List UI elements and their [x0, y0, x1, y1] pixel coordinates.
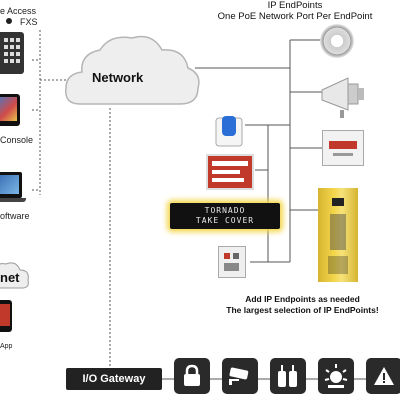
console-label: Console: [0, 135, 34, 145]
wall-display-icon: [322, 130, 364, 166]
lock-icon: [184, 364, 200, 386]
alert-tile: [366, 358, 400, 394]
network-cloud: [65, 35, 200, 105]
smartphone-icon: [0, 300, 12, 332]
app-label: App: [0, 343, 13, 350]
endpoints-footer: Add IP Endpoints as needed The largest s…: [205, 294, 400, 316]
camera-tile: [222, 358, 258, 394]
network-label: Network: [92, 70, 144, 85]
strobe-icon: [324, 364, 348, 388]
strobe-tile: [318, 358, 354, 394]
led-sign: TORNADO TAKE COVER: [170, 203, 280, 229]
left-access-label: e Access: [0, 6, 37, 16]
intercom-panel-icon: [218, 246, 246, 278]
horn-speaker-icon: [321, 77, 364, 118]
phone-icon: [0, 32, 24, 74]
footer-line-2: The largest selection of IP EndPoints!: [226, 305, 379, 315]
call-station-icon: [318, 188, 358, 282]
alert-display-icon: [206, 154, 254, 190]
alert-icon: [374, 367, 394, 385]
laptop-base: [0, 198, 26, 202]
ceiling-speaker-icon: [320, 24, 354, 58]
blue-strobe-icon: [215, 116, 243, 147]
led-sign-line-2: TAKE COVER: [195, 216, 255, 225]
fxs-label: FXS: [20, 17, 38, 27]
console-tablet-icon: [0, 94, 20, 126]
io-gateway: I/O Gateway: [66, 368, 162, 390]
left-dot: [6, 18, 12, 24]
led-sign-line-1: TORNADO: [204, 206, 246, 215]
radio-icon: [278, 365, 297, 387]
laptop-icon: [0, 172, 22, 198]
footer-line-1: Add IP Endpoints as needed: [245, 294, 360, 304]
internet-label: net: [0, 270, 20, 285]
internet-cloud-icon: [0, 262, 29, 289]
radio-tile: [270, 358, 306, 394]
lock-tile: [174, 358, 210, 394]
endpoints-title-line-1: IP EndPoints: [267, 0, 323, 11]
software-label: oftware: [0, 211, 30, 221]
camera-icon: [229, 367, 249, 385]
endpoints-title: IP EndPoints One PoE Network Port Per En…: [200, 0, 390, 22]
endpoints-title-line-2: One PoE Network Port Per EndPoint: [217, 11, 373, 22]
